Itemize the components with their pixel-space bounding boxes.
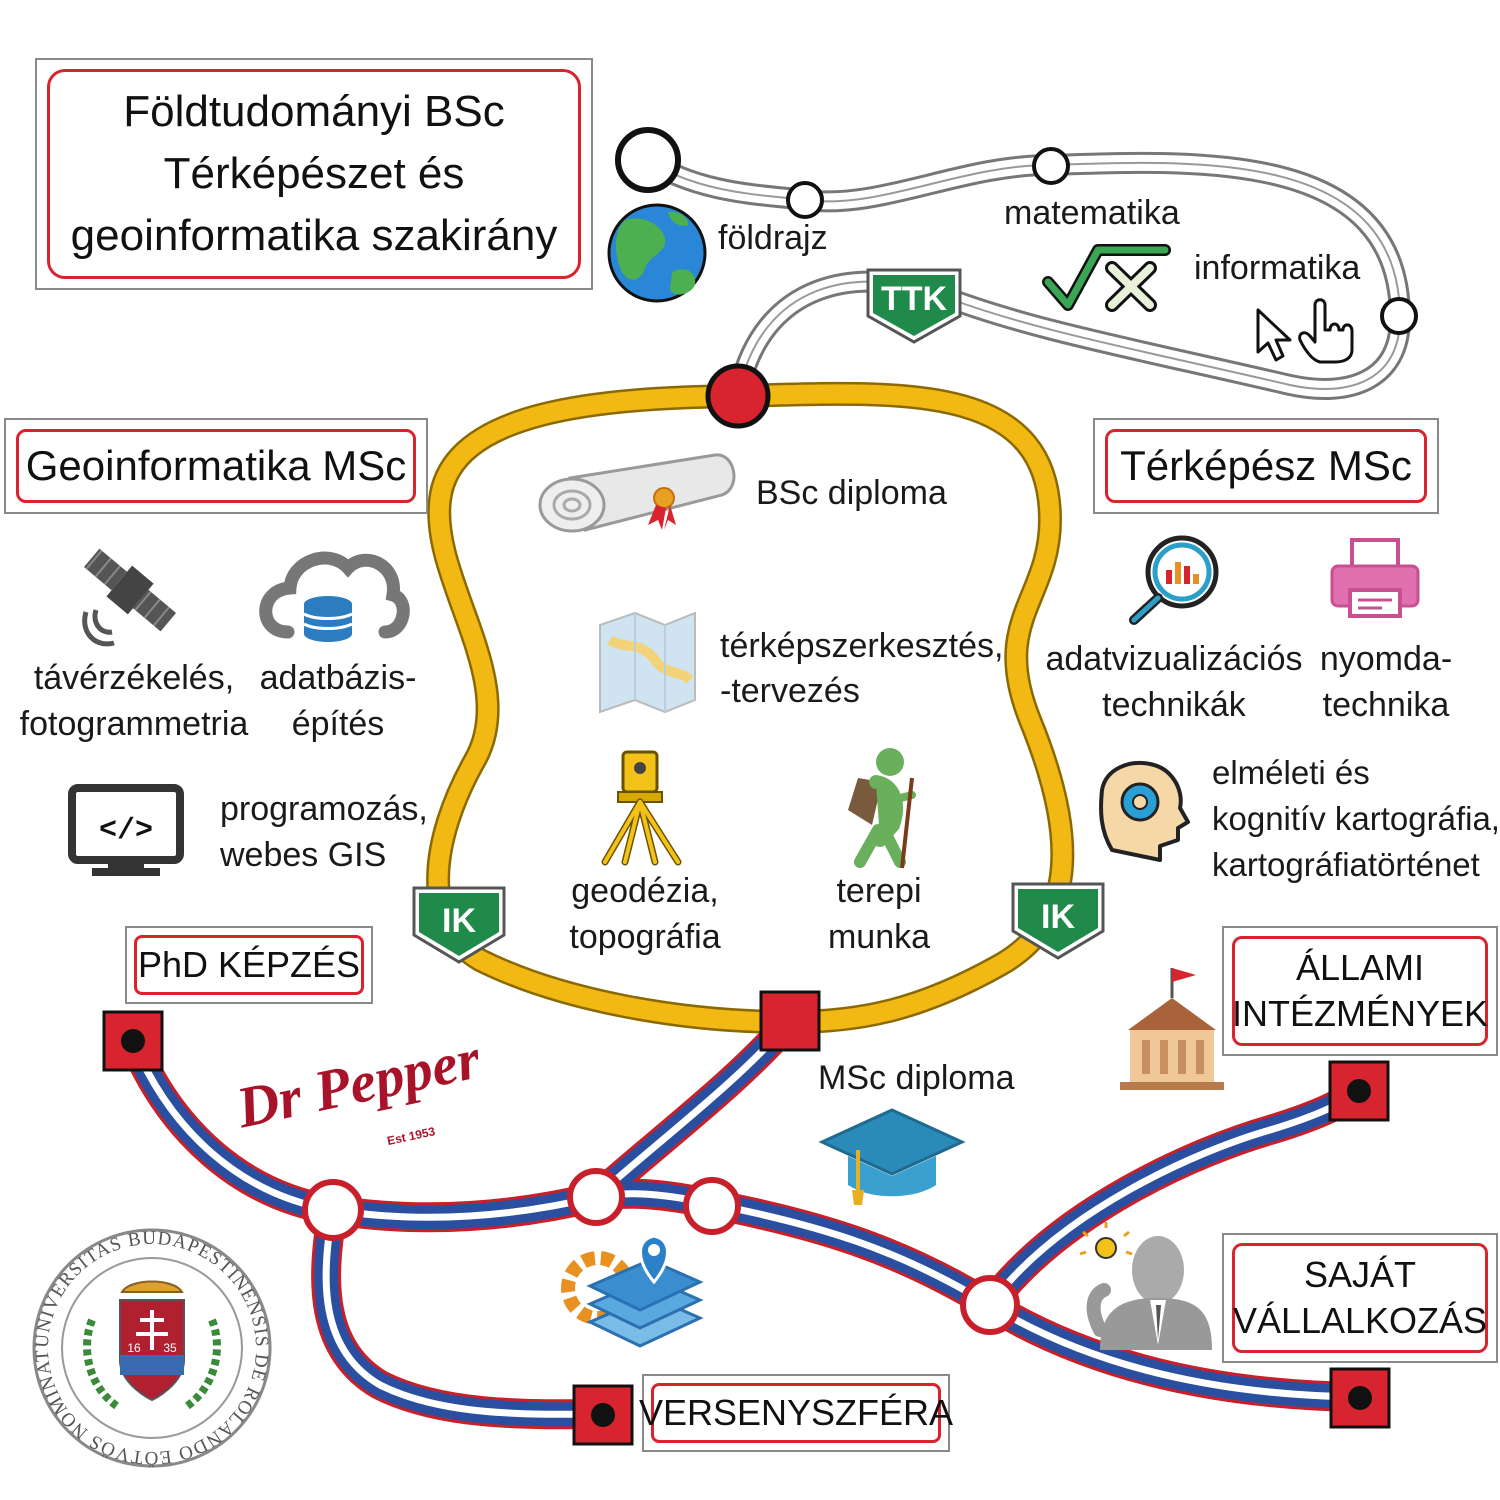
title-line-2: Térképészet és <box>163 149 465 198</box>
informatics-label: informatika <box>1194 249 1361 287</box>
competitive-sphere-box: VERSENYSZFÉRA <box>638 1374 954 1452</box>
monitor-code-icon: </> <box>68 784 184 876</box>
cartographer-msc-title: Térképész MSc <box>1120 442 1412 489</box>
bsc-diploma-label: BSc diploma <box>756 474 947 512</box>
terminal-competitive <box>572 1384 634 1446</box>
svg-text:16: 16 <box>127 1341 141 1355</box>
diploma-scroll-icon <box>538 453 736 533</box>
terminal-msc <box>759 990 821 1052</box>
station-start <box>615 127 681 193</box>
state-institutions-box: ÁLLAMI INTÉZMÉNYEK <box>1222 926 1498 1056</box>
math-check-x-icon <box>1042 244 1171 312</box>
hiker-icon <box>848 748 916 869</box>
own-business-box: SAJÁT VÁLLALKOZÁS <box>1222 1233 1498 1363</box>
graduation-cap-icon <box>818 1108 966 1205</box>
title-box: Földtudományi BSc Térképészet és geoinfo… <box>35 58 593 290</box>
cloud-database-icon <box>259 551 410 642</box>
station-geography <box>786 181 824 219</box>
title-line-3: geoinformatika szakirány <box>70 211 558 260</box>
dr-pepper-logo: Dr Pepper Est 1953 <box>230 1025 486 1148</box>
fieldwork-label: terepi munka <box>827 872 931 956</box>
state-label-line-1: ÁLLAMI <box>1295 947 1425 988</box>
folded-map-icon <box>599 611 696 714</box>
globe-icon <box>607 203 707 303</box>
printing-label: nyomda- technika <box>1319 640 1453 724</box>
cartographer-msc-box: Térképész MSc <box>1093 418 1439 514</box>
map-editing-label-line-1: térképszerkesztés, <box>720 627 1004 665</box>
svg-text:IK: IK <box>442 902 476 940</box>
satellite-icon <box>82 548 177 647</box>
map-editing-label-line-2: -tervezés <box>720 672 860 710</box>
title-line-1: Földtudományi BSc <box>123 87 505 136</box>
theodolite-icon <box>601 750 682 866</box>
ttk-badge: TTK <box>866 268 962 344</box>
programming-label: programozás, webes GIS <box>220 790 428 874</box>
logo-est-text: Est 1953 <box>386 1124 437 1148</box>
theory-label: elméleti és kognitív kartográfia, kartog… <box>1212 754 1500 883</box>
cursor-arrow-icon <box>1256 308 1292 362</box>
terminal-stations <box>102 990 1391 1446</box>
geoinf-msc-box: Geoinformatika MSc <box>4 418 428 514</box>
competitive-label: VERSENYSZFÉRA <box>638 1392 954 1433</box>
geoinf-msc-title: Geoinformatika MSc <box>25 442 407 489</box>
state-label-line-2: INTÉZMÉNYEK <box>1231 993 1489 1034</box>
geodesy-label: geodézia, topográfia <box>569 872 721 956</box>
station-informatics <box>1380 297 1418 335</box>
ttk-badge-text: TTK <box>881 280 948 318</box>
top-route-stations <box>615 127 1418 335</box>
junction-right <box>960 1275 1020 1335</box>
businessman-bulb-icon <box>1079 1222 1212 1350</box>
remote-sensing-label: távérzékelés, fotogrammetria <box>19 659 249 743</box>
bsc-start-station <box>705 363 771 429</box>
mathematics-label: matematika <box>1004 194 1180 232</box>
own-label-line-2: VÁLLALKOZÁS <box>1232 1300 1488 1341</box>
junction-mid <box>683 1177 741 1235</box>
terminal-phd <box>102 1010 164 1072</box>
code-brackets-text: </> <box>99 814 153 848</box>
terminal-state <box>1328 1060 1390 1122</box>
geography-label: földrajz <box>718 219 828 257</box>
ik-badge-left: IK <box>412 886 506 964</box>
career-junctions <box>302 1168 1020 1335</box>
dataviz-label: adatvizualizációs technikák <box>1045 640 1303 724</box>
svg-text:IK: IK <box>1041 898 1075 936</box>
phd-label: PhD KÉPZÉS <box>137 944 361 985</box>
map-layers-pin-icon <box>561 1234 704 1348</box>
phd-box: PhD KÉPZÉS <box>125 926 373 1004</box>
station-mathematics <box>1032 147 1070 185</box>
database-label: adatbázis- építés <box>259 659 417 743</box>
junction-phd <box>302 1179 364 1241</box>
terminal-own <box>1329 1367 1391 1429</box>
msc-diploma-label: MSc diploma <box>818 1059 1015 1097</box>
government-building-icon <box>1120 968 1224 1090</box>
own-label-line-1: SAJÁT <box>1303 1254 1417 1295</box>
head-gear-icon <box>1099 761 1190 862</box>
printer-icon <box>1330 538 1420 618</box>
ik-badge-right: IK <box>1011 882 1105 960</box>
magnifier-chart-icon <box>1129 535 1219 625</box>
svg-text:35: 35 <box>163 1341 177 1355</box>
cursor-hand-icon <box>1298 298 1354 364</box>
junction-msc <box>567 1168 625 1226</box>
